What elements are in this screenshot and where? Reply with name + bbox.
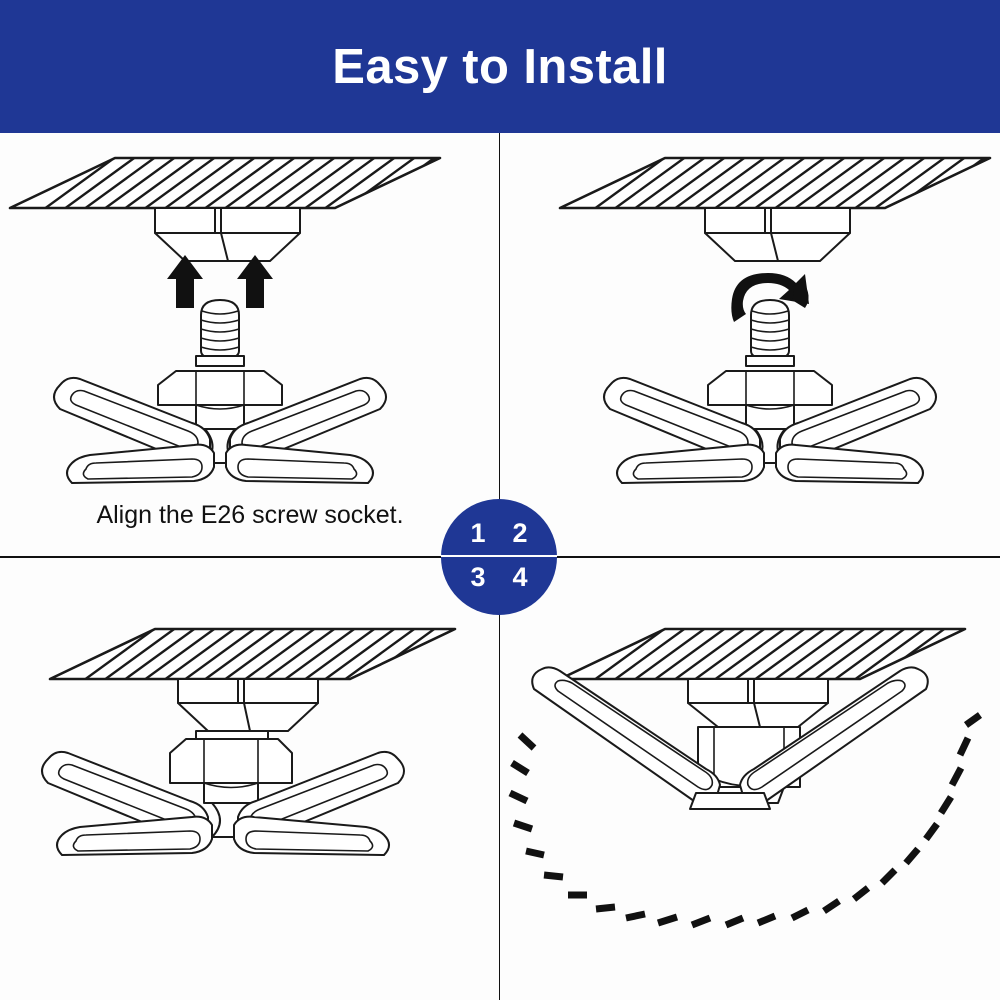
socket-housing (154, 207, 301, 262)
socket-housing (704, 207, 851, 262)
badge-number-4: 4 (512, 562, 528, 592)
illustration-step-2 (558, 156, 992, 484)
step-panel-1: Align the E26 screw socket. (0, 133, 500, 557)
socket-housing (177, 678, 319, 732)
illustration-step-4 (508, 627, 983, 929)
header-banner: Easy to Install (0, 0, 1000, 133)
illustration-step-1 (8, 156, 442, 484)
rotate-arrow (731, 273, 809, 322)
e26-screw-base (745, 299, 795, 367)
illustration-step-3 (41, 627, 457, 856)
hatched-ceiling (48, 627, 457, 681)
light-ray-dashes (508, 712, 983, 929)
e26-screw-base (195, 299, 245, 367)
step-1-caption: Align the E26 screw socket. (96, 501, 404, 529)
lamp-body (707, 370, 833, 464)
badge-number-3: 3 (470, 562, 486, 592)
four-blade-garage-light (53, 376, 387, 484)
badge-number-2: 2 (512, 518, 528, 548)
step-panel-2: Rotate the garage light to the right unt… (500, 133, 1000, 557)
four-blade-garage-light (603, 376, 937, 484)
hatched-ceiling (558, 627, 967, 681)
four-blade-garage-light (41, 750, 405, 856)
socket-housing (687, 678, 829, 728)
angled-blades (531, 666, 929, 810)
steps-grid: Align the E26 screw socket. (0, 133, 1000, 1000)
up-arrow-right (237, 255, 273, 308)
up-arrow-left (167, 255, 203, 308)
step-panel-4: No tools required (500, 557, 1000, 1000)
step-panel-3: The installation is complete (0, 557, 500, 1000)
page-title: Easy to Install (332, 40, 668, 94)
badge-divider-line (441, 555, 557, 558)
badge-number-1: 1 (470, 518, 486, 548)
